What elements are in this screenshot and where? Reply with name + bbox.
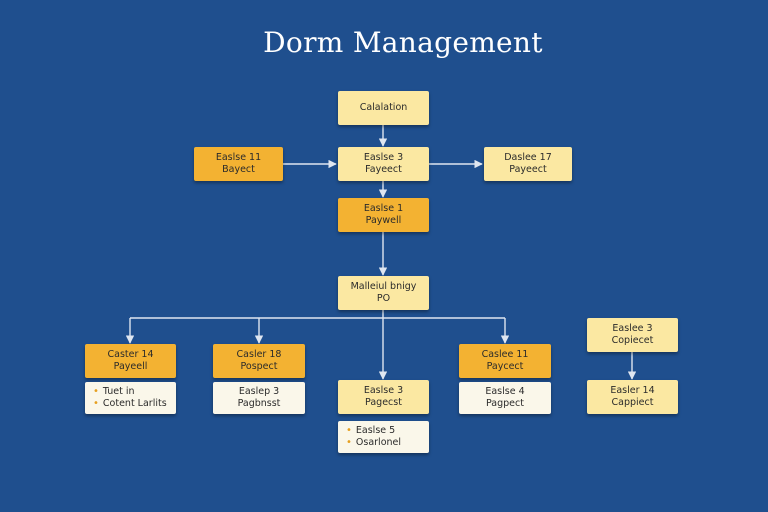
node-label-line: Paywell: [365, 215, 402, 226]
node-label-line: Malleiul bnigy: [350, 281, 417, 292]
node-label-line: Easlee 3: [612, 323, 653, 334]
node-label-line: Casler 18: [236, 349, 282, 360]
node-label-line: Daslee 17: [504, 152, 552, 163]
node-label-line: Easlse 3: [363, 152, 404, 163]
node-label-line: Pagecst: [365, 397, 402, 408]
node-label-line: Osarlonel: [346, 437, 401, 449]
node-label-line: Pagpect: [486, 398, 524, 409]
node-label-line: Cappiect: [611, 397, 654, 408]
node-label-line: Payeect: [509, 164, 547, 175]
node-label-line: Bayect: [222, 164, 255, 175]
node-label-line: Easlse 11: [215, 152, 262, 163]
node-label-line: Easlse 5: [346, 425, 395, 437]
node-label-line: Fayeect: [365, 164, 402, 175]
node-label-line: Cotent Larlits: [93, 398, 167, 410]
node-label-line: Calalation: [359, 102, 408, 113]
node-label-line: Pagbnsst: [237, 398, 281, 409]
node-label-line: PO: [376, 293, 391, 304]
node-calculation[interactable]: Calalation: [338, 91, 429, 125]
diagram-title: Dorm Management: [263, 26, 543, 59]
node-label-line: Easlse 4: [485, 386, 525, 397]
node-label-line: Payeell: [113, 361, 148, 372]
node-label-line: Copiecet: [611, 335, 654, 346]
node-branch-1-detail[interactable]: Tuet inCotent Larlits: [85, 382, 176, 414]
node-label-line: Easlep 3: [238, 386, 280, 397]
node-label-line: Caslee 11: [481, 349, 529, 360]
node-label-line: Easler 14: [610, 385, 655, 396]
node-label-line: Paycect: [486, 361, 524, 372]
node-label-line: Pospect: [240, 361, 278, 372]
node-label-line: Easlse 3: [363, 385, 404, 396]
node-label-line: Tuet in: [93, 386, 135, 398]
node-label-line: Easlse 1: [363, 203, 404, 214]
node-label-line: Caster 14: [107, 349, 154, 360]
node-branch-3-detail[interactable]: Easlse 5Osarlonel: [338, 421, 429, 453]
